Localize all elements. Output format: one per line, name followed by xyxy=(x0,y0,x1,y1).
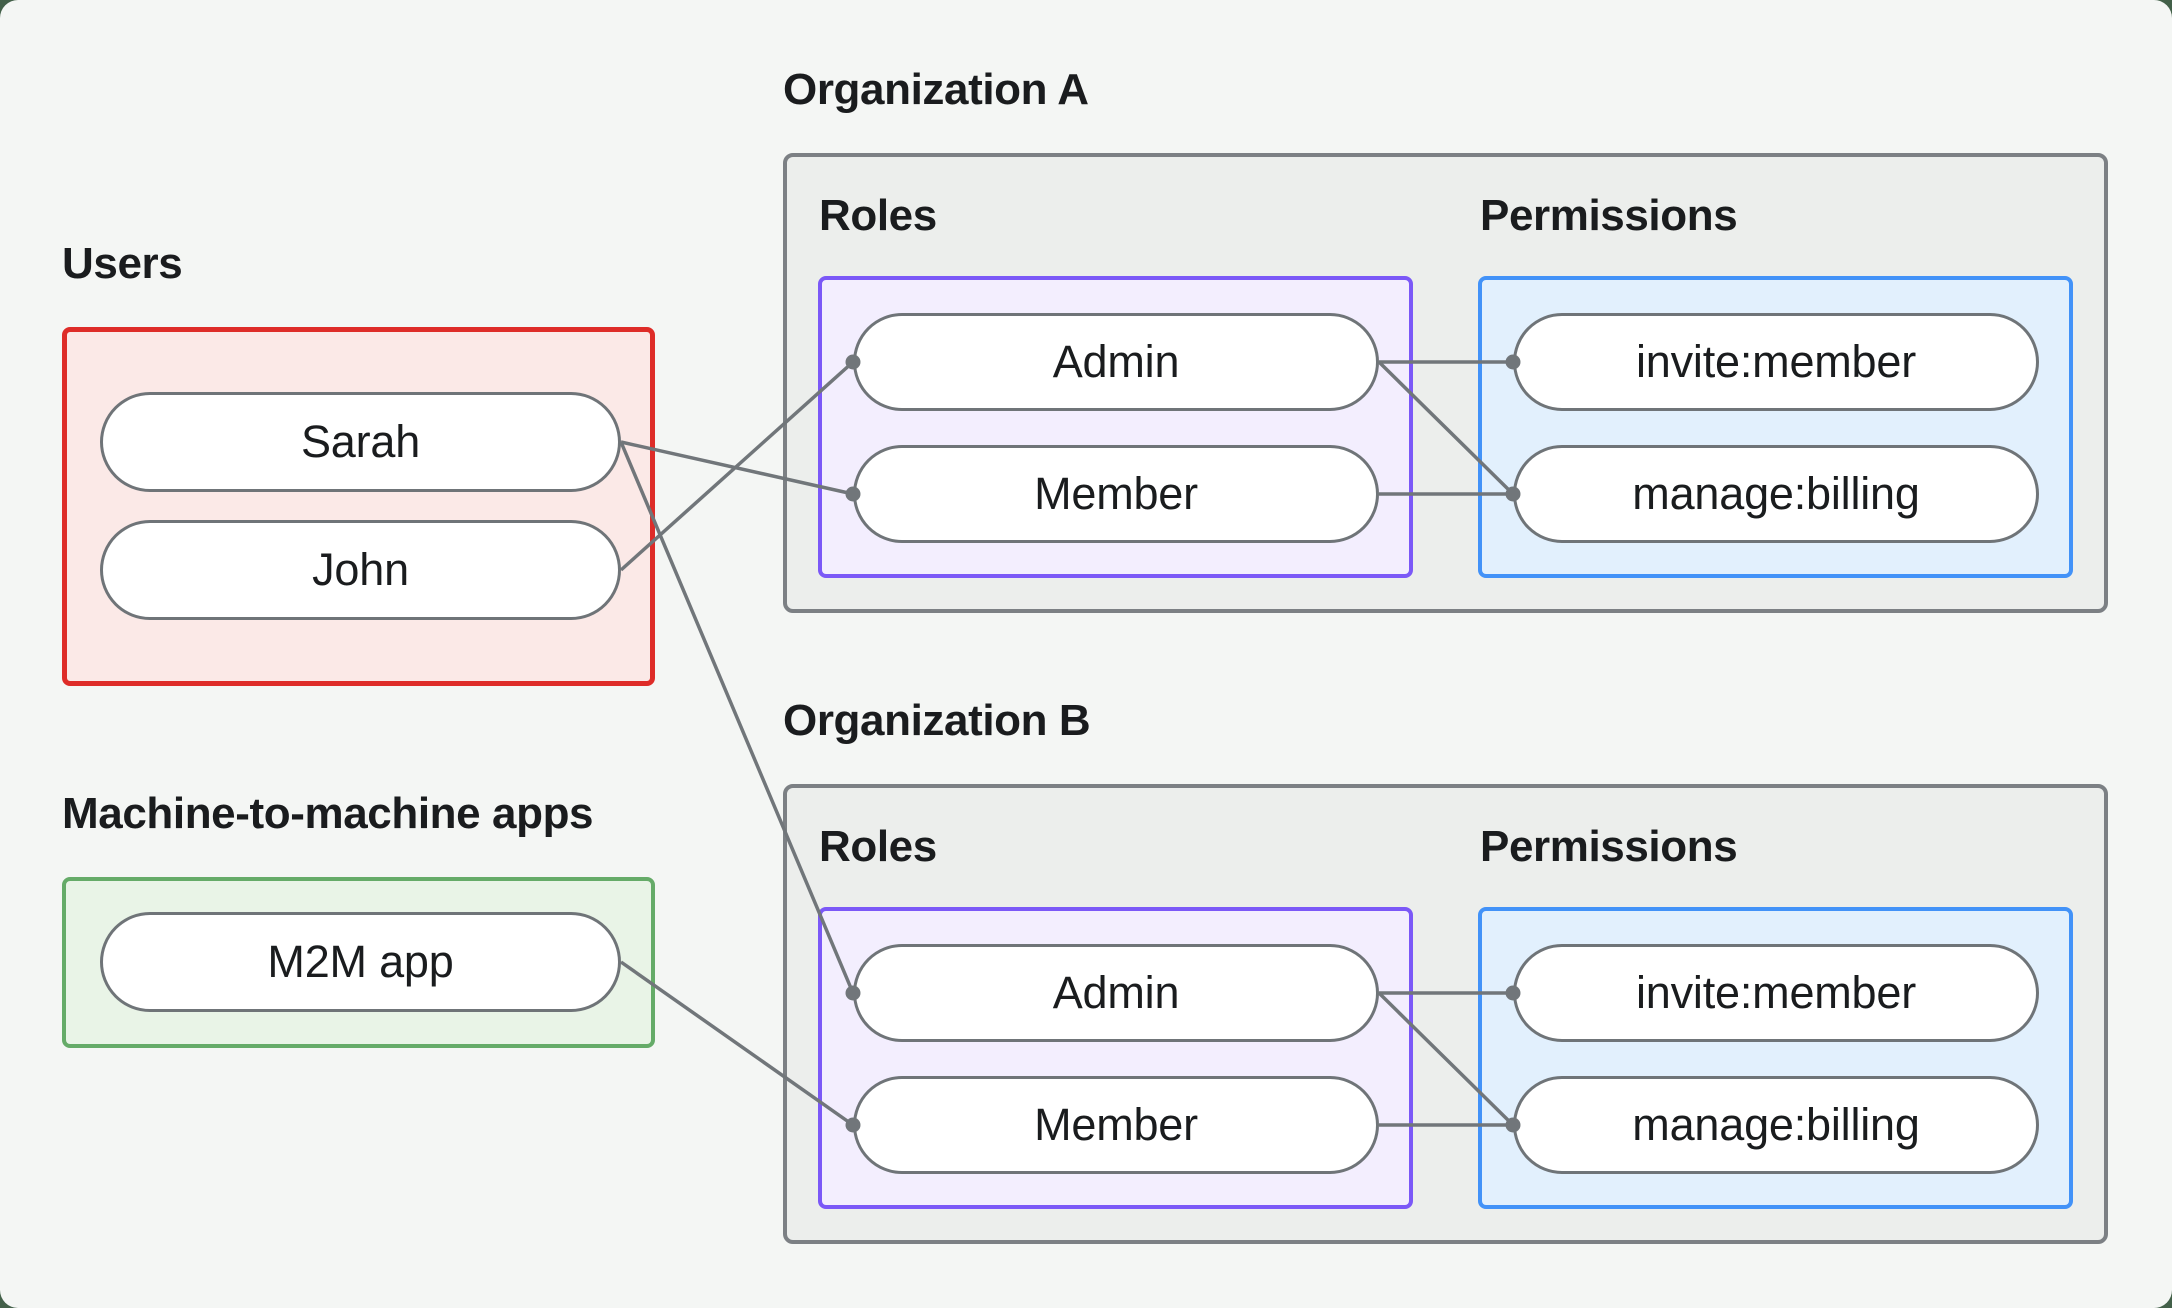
org-a-role-pill-member: Member xyxy=(853,445,1379,543)
org-a-perm-pill-invite-member: invite:member xyxy=(1513,313,2039,411)
users-label: Users xyxy=(62,239,183,288)
org-a-permissions-label: Permissions xyxy=(1480,191,1738,240)
user-pill-sarah: Sarah xyxy=(100,392,621,492)
m2m-apps-label: Machine-to-machine apps xyxy=(62,789,594,838)
user-pill-john: John xyxy=(100,520,621,620)
org-b-role-pill-admin: Admin xyxy=(853,944,1379,1042)
m2m-app-pill: M2M app xyxy=(100,912,621,1012)
users-group-box xyxy=(62,327,655,686)
org-b-permissions-label: Permissions xyxy=(1480,822,1738,871)
org-b-perm-pill-manage-billing: manage:billing xyxy=(1513,1076,2039,1174)
org-b-role-pill-member: Member xyxy=(853,1076,1379,1174)
org-a-perm-pill-manage-billing: manage:billing xyxy=(1513,445,2039,543)
org-a-role-pill-admin: Admin xyxy=(853,313,1379,411)
org-a-label: Organization A xyxy=(783,65,1089,114)
org-b-roles-label: Roles xyxy=(819,822,937,871)
org-a-roles-label: Roles xyxy=(819,191,937,240)
org-b-perm-pill-invite-member: invite:member xyxy=(1513,944,2039,1042)
org-b-label: Organization B xyxy=(783,696,1091,745)
